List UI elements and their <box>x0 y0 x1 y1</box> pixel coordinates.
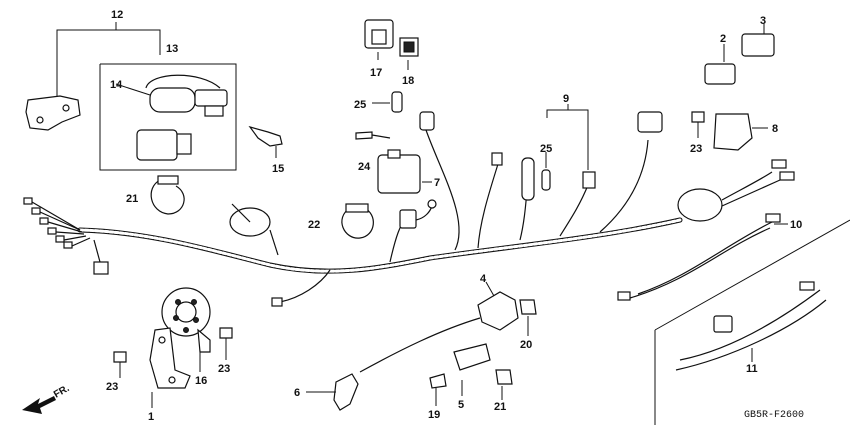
stop-switch-assembly <box>306 281 537 411</box>
callout-23-mid: 23 <box>218 363 230 375</box>
horn-assembly <box>113 287 233 408</box>
callout-19: 19 <box>428 409 440 421</box>
callout-17: 17 <box>370 67 382 79</box>
right-side-parts <box>691 24 775 151</box>
flasher-relay <box>355 131 432 194</box>
callout-9: 9 <box>563 93 569 105</box>
callout-11: 11 <box>746 363 758 375</box>
callout-25-top: 25 <box>354 99 366 111</box>
callout-20: 20 <box>520 339 532 351</box>
callout-6: 6 <box>294 387 300 399</box>
bolt-24 <box>355 131 373 140</box>
spark-cap <box>333 373 359 411</box>
callout-4: 4 <box>480 273 487 285</box>
direction-label: FR. <box>52 383 72 401</box>
callout-labels: 12 13 14 15 17 18 25 24 7 9 25 2 3 8 23 … <box>106 9 802 423</box>
callout-8: 8 <box>772 123 778 135</box>
ignition-switch-group <box>25 22 283 171</box>
callout-24: 24 <box>358 161 371 173</box>
callout-18: 18 <box>402 75 414 87</box>
ignition-switch <box>149 87 196 113</box>
callout-1: 1 <box>148 411 154 423</box>
callout-22-mid: 22 <box>308 219 320 231</box>
front-direction-indicator: FR. <box>22 383 72 414</box>
callout-12: 12 <box>111 9 123 21</box>
callout-23-left: 23 <box>106 381 118 393</box>
horn-bracket <box>149 327 191 389</box>
callout-14: 14 <box>110 79 123 91</box>
callout-3: 3 <box>760 15 766 27</box>
band-clamp-22b <box>341 207 374 239</box>
relays-and-fuses <box>364 19 419 113</box>
main-wire-harness <box>23 111 795 307</box>
callout-22-left: 21 <box>126 193 138 205</box>
callout-15: 15 <box>272 163 284 175</box>
callout-23-right: 23 <box>690 143 702 155</box>
callout-16: 16 <box>195 375 207 387</box>
callout-5: 5 <box>458 399 464 411</box>
sub-harness-11 <box>675 281 827 371</box>
switch-bracket <box>25 95 81 131</box>
part-2 <box>704 63 736 85</box>
callout-25-mid: 25 <box>540 143 552 155</box>
fuse-25-mid <box>541 169 551 191</box>
part-3 <box>741 33 775 57</box>
stop-switch <box>477 291 519 331</box>
callout-2: 2 <box>720 33 726 45</box>
sub-harness-10 <box>617 213 788 301</box>
callout-7: 7 <box>434 177 440 189</box>
callout-10: 10 <box>790 219 802 231</box>
fuse-25-top <box>391 91 403 113</box>
callout-13: 13 <box>166 43 178 55</box>
ignition-key <box>248 125 283 147</box>
part-8 <box>713 113 753 151</box>
band-clamp-22a <box>150 179 185 215</box>
callout-21: 21 <box>494 401 506 413</box>
drawing-code: GB5R-F2600 <box>744 410 804 421</box>
